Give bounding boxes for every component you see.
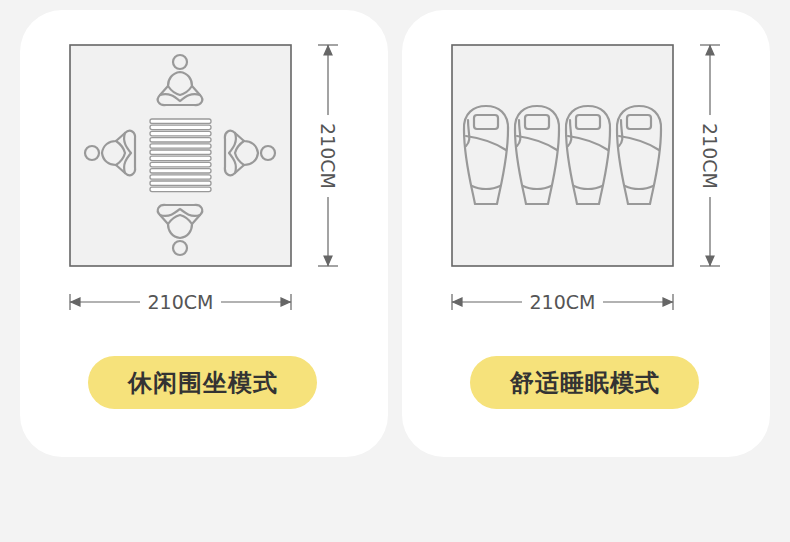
table-slat	[150, 162, 211, 166]
table-slat	[150, 187, 211, 191]
seated-person	[158, 55, 202, 105]
table	[150, 119, 211, 192]
tent-floor	[452, 45, 673, 266]
table-slat	[150, 125, 211, 129]
sleeping-bags	[464, 106, 661, 204]
dimension-label: 210CM	[699, 115, 721, 197]
sleeping-bag	[617, 106, 661, 204]
mode-label-pill: 休闲围坐模式	[88, 356, 317, 409]
dimension-label: 210CM	[140, 291, 222, 313]
table-slat	[150, 156, 211, 160]
table-slat	[150, 150, 211, 154]
seated-person	[225, 131, 275, 175]
table-slat	[150, 144, 211, 148]
table-slat	[150, 138, 211, 142]
table-slat	[150, 175, 211, 179]
right-panel	[402, 10, 770, 457]
sleeping-bag	[566, 106, 610, 204]
mode-label-text: 舒适睡眠模式	[510, 367, 660, 399]
mode-label-text: 休闲围坐模式	[128, 367, 278, 399]
dimension-label: 210CM	[317, 115, 339, 197]
dimension-lines	[70, 45, 720, 310]
sleeping-bag	[464, 106, 508, 204]
seated-person	[85, 131, 135, 175]
dimension-label: 210CM	[522, 291, 604, 313]
mode-label-pill: 舒适睡眠模式	[470, 356, 699, 409]
seated-people	[85, 55, 275, 255]
seated-person	[158, 205, 202, 255]
tent-floors	[70, 45, 673, 266]
panels	[20, 10, 770, 457]
sleeping-bag	[515, 106, 559, 204]
table-slat	[150, 119, 211, 123]
tent-floor	[70, 45, 291, 266]
table-slat	[150, 181, 211, 185]
left-panel	[20, 10, 388, 457]
table-slat	[150, 169, 211, 173]
table-slat	[150, 131, 211, 135]
